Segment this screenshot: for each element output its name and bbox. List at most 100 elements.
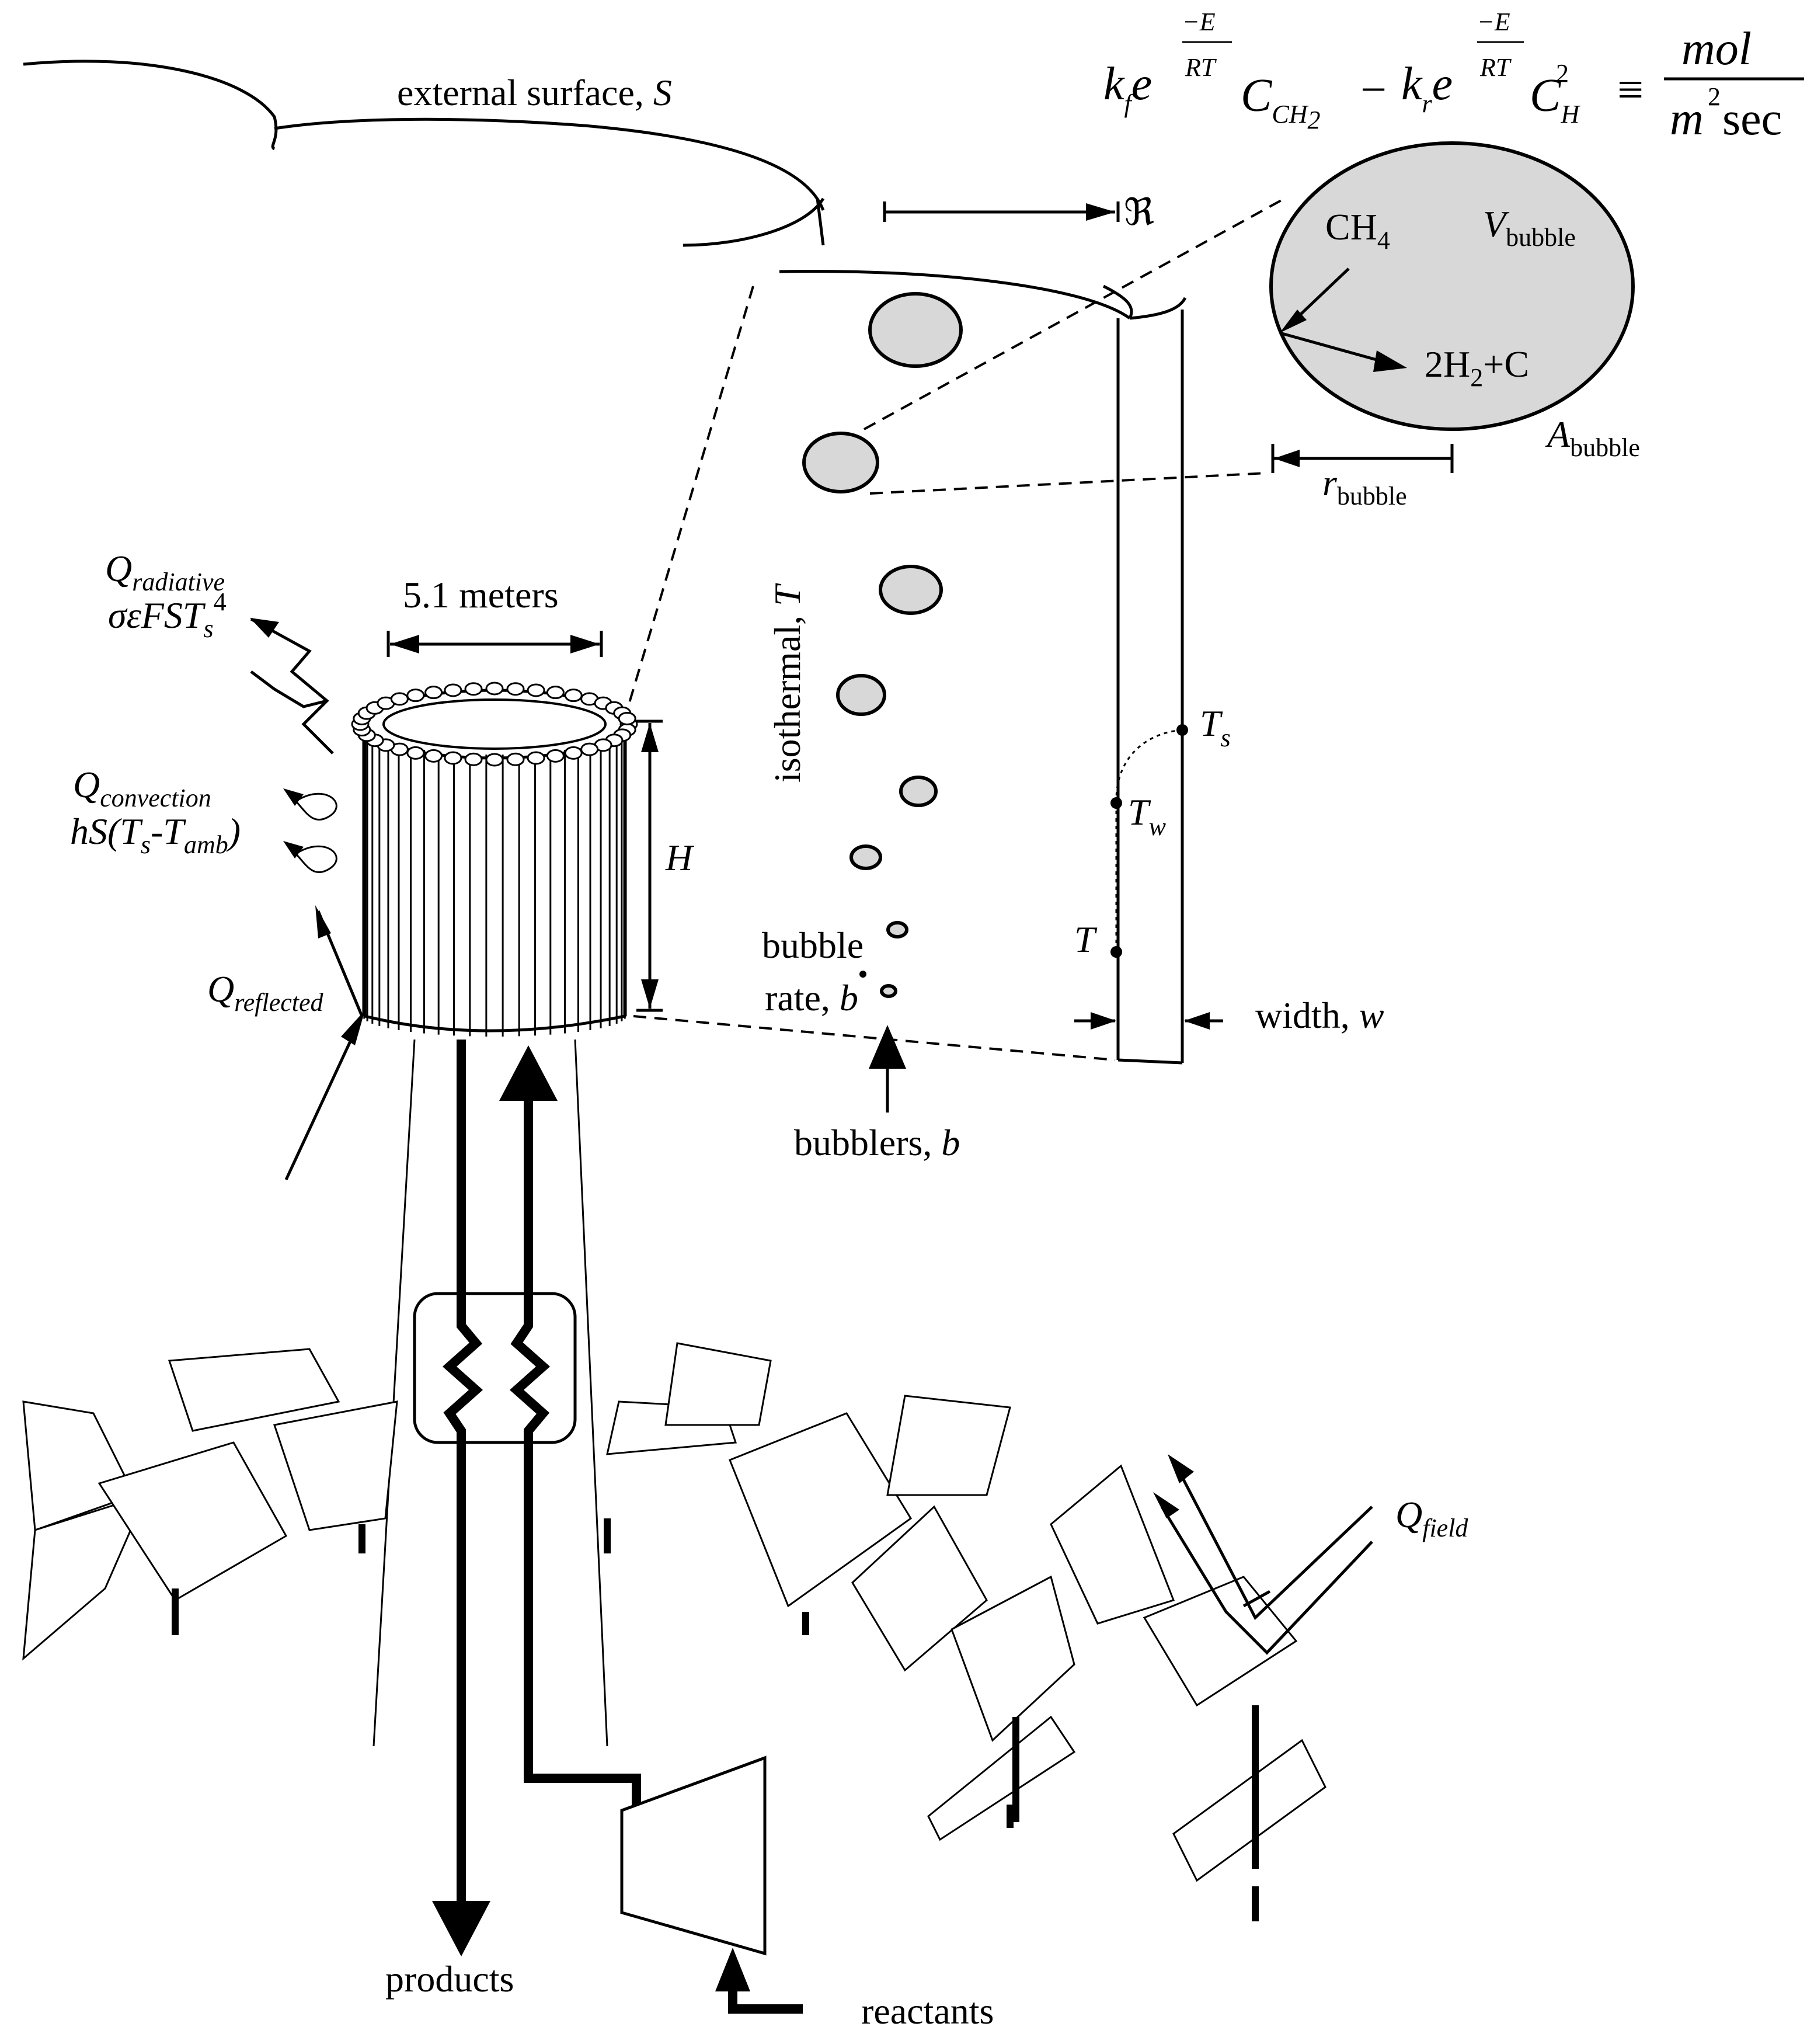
svg-text:2: 2 bbox=[1556, 59, 1569, 88]
q-field-label: Qfield bbox=[1395, 1494, 1468, 1542]
bubble bbox=[836, 674, 886, 716]
r-bubble-label: rbubble bbox=[1322, 462, 1407, 510]
tube-top bbox=[485, 682, 504, 696]
tube-top bbox=[424, 749, 443, 763]
svg-text:RT: RT bbox=[1479, 53, 1512, 82]
heliostat-panel bbox=[950, 1575, 1075, 1742]
bubble-rate-label-line1: bubble bbox=[762, 924, 864, 966]
svg-text:kfe: kfe bbox=[1103, 58, 1152, 118]
q-convection-label: Qconvection bbox=[73, 764, 211, 812]
tube-top bbox=[527, 751, 545, 765]
svg-text:mol: mol bbox=[1681, 23, 1752, 75]
tube-top bbox=[464, 752, 483, 766]
q-radiative-label: Qradiative bbox=[105, 548, 225, 596]
q-radiative-formula: σεFSTs4 bbox=[108, 588, 227, 643]
diameter-dimension bbox=[387, 631, 603, 657]
svg-text:sec: sec bbox=[1722, 93, 1782, 145]
width-arrows bbox=[1074, 1012, 1223, 1030]
receiver-tubes bbox=[351, 682, 638, 1037]
reactor-wall-section bbox=[779, 269, 1187, 1065]
bubblers-arrow bbox=[869, 1025, 906, 1113]
tube-top bbox=[406, 746, 425, 760]
width-label: width, w bbox=[1255, 995, 1384, 1036]
ts-label: Ts bbox=[1200, 703, 1231, 752]
heliostat-panel bbox=[1143, 1576, 1298, 1707]
q-field-arrows bbox=[1153, 1454, 1373, 1655]
svg-text:kre: kre bbox=[1401, 58, 1453, 118]
heat-exchanger-box bbox=[413, 1292, 577, 1444]
reflected-arrows bbox=[284, 905, 365, 1181]
tube-top bbox=[546, 686, 565, 700]
reactants-label: reactants bbox=[861, 1990, 994, 2032]
tube-top bbox=[564, 689, 583, 703]
svg-text:2: 2 bbox=[1708, 82, 1721, 111]
heliostat-panel bbox=[886, 1395, 1011, 1496]
heliostat-field bbox=[22, 1342, 1326, 1921]
heliostat-panel bbox=[729, 1412, 913, 1608]
tube-top bbox=[527, 683, 545, 697]
svg-text:CH: CH bbox=[1530, 70, 1580, 128]
radiative-arrows bbox=[250, 617, 334, 755]
external-surface-label: external surface, S bbox=[397, 72, 672, 113]
height-dimension bbox=[636, 719, 663, 1012]
svg-text:−E: −E bbox=[1477, 8, 1510, 36]
heliostat-panel bbox=[168, 1348, 340, 1432]
bubble bbox=[849, 844, 882, 870]
bubble-column bbox=[802, 292, 963, 998]
bubble bbox=[802, 432, 879, 493]
t-label: T bbox=[1074, 919, 1098, 960]
rate-equation: kfe −E RT CCH2 − kre −E RT CH 2 ≡ mol m … bbox=[1103, 8, 1804, 145]
svg-text:m: m bbox=[1670, 93, 1704, 145]
tube-top bbox=[390, 692, 409, 706]
reaction-arrows bbox=[1279, 267, 1407, 372]
tube-top bbox=[424, 686, 443, 700]
tube-top bbox=[506, 682, 525, 696]
heliostat-panel bbox=[851, 1505, 988, 1672]
receiver bbox=[351, 682, 638, 1037]
q-reflected-label: Qreflected bbox=[207, 968, 324, 1017]
heliostat-panel bbox=[98, 1441, 288, 1602]
bubble bbox=[868, 292, 963, 368]
bubblers-label: bubblers, b bbox=[794, 1122, 960, 1163]
bubble bbox=[899, 776, 938, 807]
heliostat-panel bbox=[273, 1400, 398, 1531]
bubble-rate-label-line2: rate, b bbox=[765, 977, 858, 1018]
tube-top bbox=[580, 742, 599, 756]
v-bubble-label: Vbubble bbox=[1483, 203, 1576, 252]
ch4-label: CH4 bbox=[1325, 206, 1390, 255]
q-convection-formula: hS(Ts-Tamb) bbox=[70, 811, 241, 859]
compressor bbox=[620, 1756, 767, 1956]
convection-arrows bbox=[283, 788, 337, 874]
tube-top bbox=[564, 746, 583, 760]
tube-top bbox=[444, 751, 462, 765]
bubble-rate-dot bbox=[859, 971, 866, 978]
height-label: H bbox=[665, 837, 695, 878]
tube-top bbox=[444, 683, 462, 697]
tube-top bbox=[406, 689, 425, 703]
a-bubble-label: Abubble bbox=[1545, 413, 1640, 462]
heliostat-panel bbox=[1050, 1464, 1175, 1625]
svg-text:≡: ≡ bbox=[1617, 64, 1644, 116]
heliostat-panel bbox=[927, 1715, 1076, 1841]
isothermal-label: isothermal, T bbox=[767, 583, 808, 783]
bubble-closeup bbox=[1269, 141, 1635, 431]
r-bubble-arrow bbox=[1271, 444, 1454, 473]
products-2h2c-label: 2H2+C bbox=[1425, 343, 1529, 392]
r-script-arrow bbox=[883, 201, 1120, 222]
products-label: products bbox=[385, 1958, 514, 2000]
tw-label: Tw bbox=[1128, 791, 1167, 841]
heliostat-panel bbox=[1172, 1739, 1326, 1882]
bubble bbox=[879, 565, 943, 615]
tube-top bbox=[546, 749, 565, 763]
bubble bbox=[886, 921, 908, 938]
diameter-label: 5.1 meters bbox=[403, 574, 559, 616]
svg-text:−: − bbox=[1360, 64, 1387, 116]
temperature-profile bbox=[1110, 724, 1188, 958]
r-script-label: ℜ bbox=[1124, 192, 1154, 233]
tube-top bbox=[506, 752, 525, 766]
svg-text:CCH2: CCH2 bbox=[1241, 70, 1320, 134]
external-surface-outline bbox=[23, 60, 825, 247]
zoom-guide-lines bbox=[624, 197, 1285, 1061]
heliostat-panel bbox=[664, 1342, 772, 1426]
